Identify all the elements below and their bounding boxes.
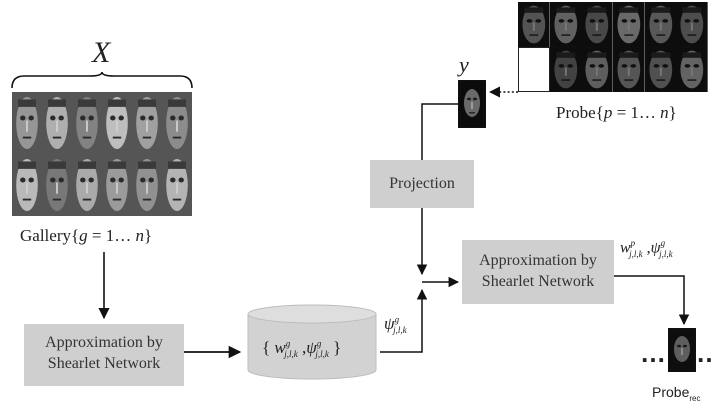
ellipsis-right: … <box>696 338 712 369</box>
gallery-face-thumbnail <box>12 92 42 154</box>
projection-box: Projection <box>370 160 474 208</box>
gallery-face-thumbnail <box>162 92 192 154</box>
probe-face-image <box>458 80 486 128</box>
probe-face-thumbnail <box>518 47 550 92</box>
coefficient-database-icon <box>247 304 377 380</box>
probe-face-thumbnail <box>644 2 677 47</box>
reconstructed-probe-face <box>668 328 696 372</box>
gallery-brace <box>11 72 193 89</box>
gallery-face-thumbnail <box>12 154 42 216</box>
gallery-face-thumbnail <box>132 92 162 154</box>
probe-face-grid <box>518 2 708 92</box>
probe-face-thumbnail <box>549 47 582 92</box>
probe-face-thumbnail <box>676 2 708 47</box>
probe-face-thumbnail <box>581 47 613 92</box>
probe-face-thumbnail <box>549 2 582 47</box>
probe-face-thumbnail <box>613 47 645 92</box>
gallery-face-thumbnail <box>132 154 162 216</box>
gallery-face-thumbnail <box>42 92 72 154</box>
approximation-box-left: Approximation by Shearlet Network <box>24 324 184 386</box>
probe-caption: Probe{p = 1… n} <box>556 103 677 122</box>
gallery-face-thumbnail <box>162 154 192 216</box>
probe-face-thumbnail <box>613 2 645 47</box>
probe-face-thumbnail <box>518 2 550 47</box>
probe-face-thumbnail <box>581 2 613 47</box>
gallery-face-thumbnail <box>72 92 102 154</box>
arrow-database-to-junction <box>380 288 428 353</box>
gallery-face-thumbnail <box>72 154 102 216</box>
approximation-box-right: Approximation by Shearlet Network <box>462 240 614 304</box>
ellipsis-left: … <box>640 338 666 368</box>
gallery-face-thumbnail <box>42 154 72 216</box>
database-coefficients: { wgj,l,k ,ψgj,l,k } <box>262 338 342 360</box>
gallery-face-thumbnail <box>102 154 132 216</box>
probe-face-thumbnail <box>676 47 708 92</box>
probe-symbol: y <box>459 52 469 77</box>
arrow-approx-to-probe-rec <box>614 275 690 326</box>
shearlet-basis-label: ψgj,l,k <box>384 314 407 336</box>
gallery-face-thumbnail <box>102 92 132 154</box>
line-probe-to-projection <box>421 103 458 160</box>
probe-rec-caption: Proberec <box>652 384 701 403</box>
gallery-set-symbol: X <box>92 36 111 69</box>
gallery-caption: Gallery{g = 1… n} <box>20 226 153 245</box>
probe-face-thumbnail <box>644 47 677 92</box>
probe-coefficients: wpj,l,k ,ψgj,l,k <box>620 238 673 259</box>
gallery-face-grid <box>12 92 192 216</box>
